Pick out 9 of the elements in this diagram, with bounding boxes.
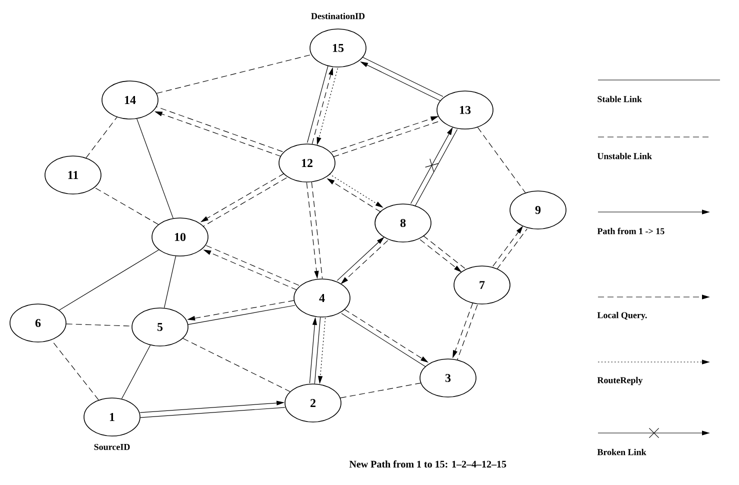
legend-label: RouteReply	[597, 376, 643, 386]
legend-label: Stable Link	[598, 96, 642, 102]
legend-label: Path from 1 -> 15	[597, 228, 664, 234]
node-caption: DestinationID	[311, 12, 365, 20]
path-note: New Path from 1 to 15: 1–2–4–12–15	[349, 460, 506, 468]
legend-label: Unstable Link	[597, 152, 652, 160]
legend-label: Local Query.	[597, 312, 647, 320]
legend-label: Broken Link	[597, 448, 646, 456]
node-caption: SourceID	[94, 444, 130, 450]
